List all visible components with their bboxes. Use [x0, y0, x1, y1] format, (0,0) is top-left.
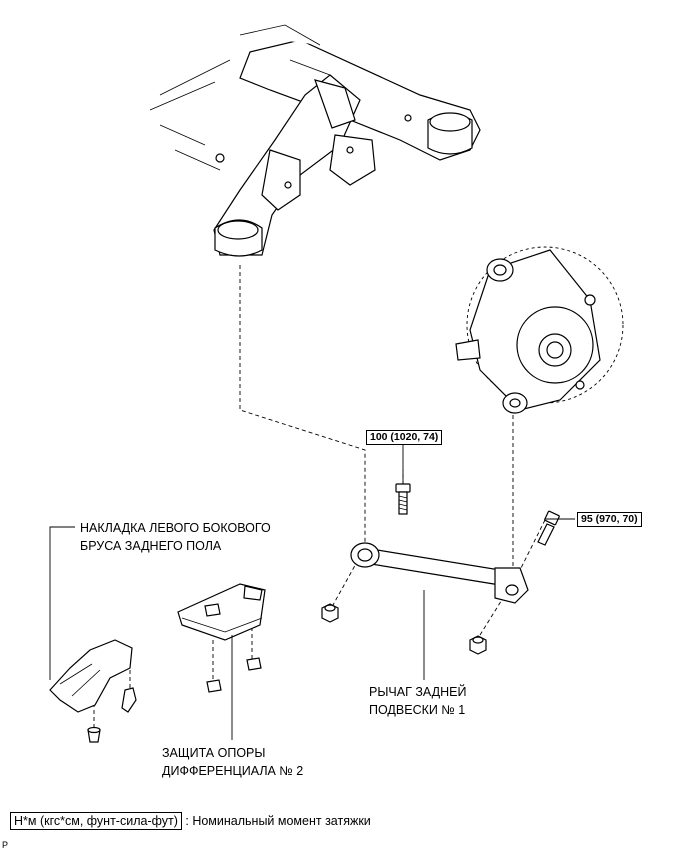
label-arm-line1: РЫЧАГ ЗАДНЕЙ — [369, 685, 467, 699]
torque-legend: Н*м (кгс*см, фунт-сила-фут) : Номинальны… — [10, 812, 371, 830]
floor-cover — [49, 639, 137, 743]
suspension-arm — [350, 542, 529, 604]
diff-support-cover — [177, 583, 266, 693]
label-diff-line1: ЗАЩИТА ОПОРЫ — [162, 746, 266, 760]
torque-label-right-bolt: 95 (970, 70) — [577, 512, 642, 527]
right-bolt — [537, 510, 560, 546]
label-floor-cover-line1: НАКЛАДКА ЛЕВОГО БОКОВОГО — [80, 521, 271, 535]
label-floor-cover-line2: БРУСА ЗАДНЕГО ПОЛА — [80, 539, 222, 553]
arm-nut-left — [321, 603, 339, 623]
suspension-member — [149, 24, 481, 257]
legend-unit-box: Н*м (кгс*см, фунт-сила-фут) — [10, 812, 182, 830]
figure-code: P — [2, 840, 9, 850]
arm-nut-right — [469, 635, 487, 655]
torque-label-upper-bolt: 100 (1020, 74) — [366, 430, 443, 445]
axle-carrier — [455, 246, 624, 414]
label-diff-line2: ДИФФЕРЕНЦИАЛА № 2 — [162, 764, 304, 778]
upper-bolt — [395, 483, 411, 515]
legend-description: : Номинальный момент затяжки — [185, 814, 371, 828]
label-arm-line2: ПОДВЕСКИ № 1 — [369, 703, 466, 717]
leader-lines — [49, 445, 575, 740]
